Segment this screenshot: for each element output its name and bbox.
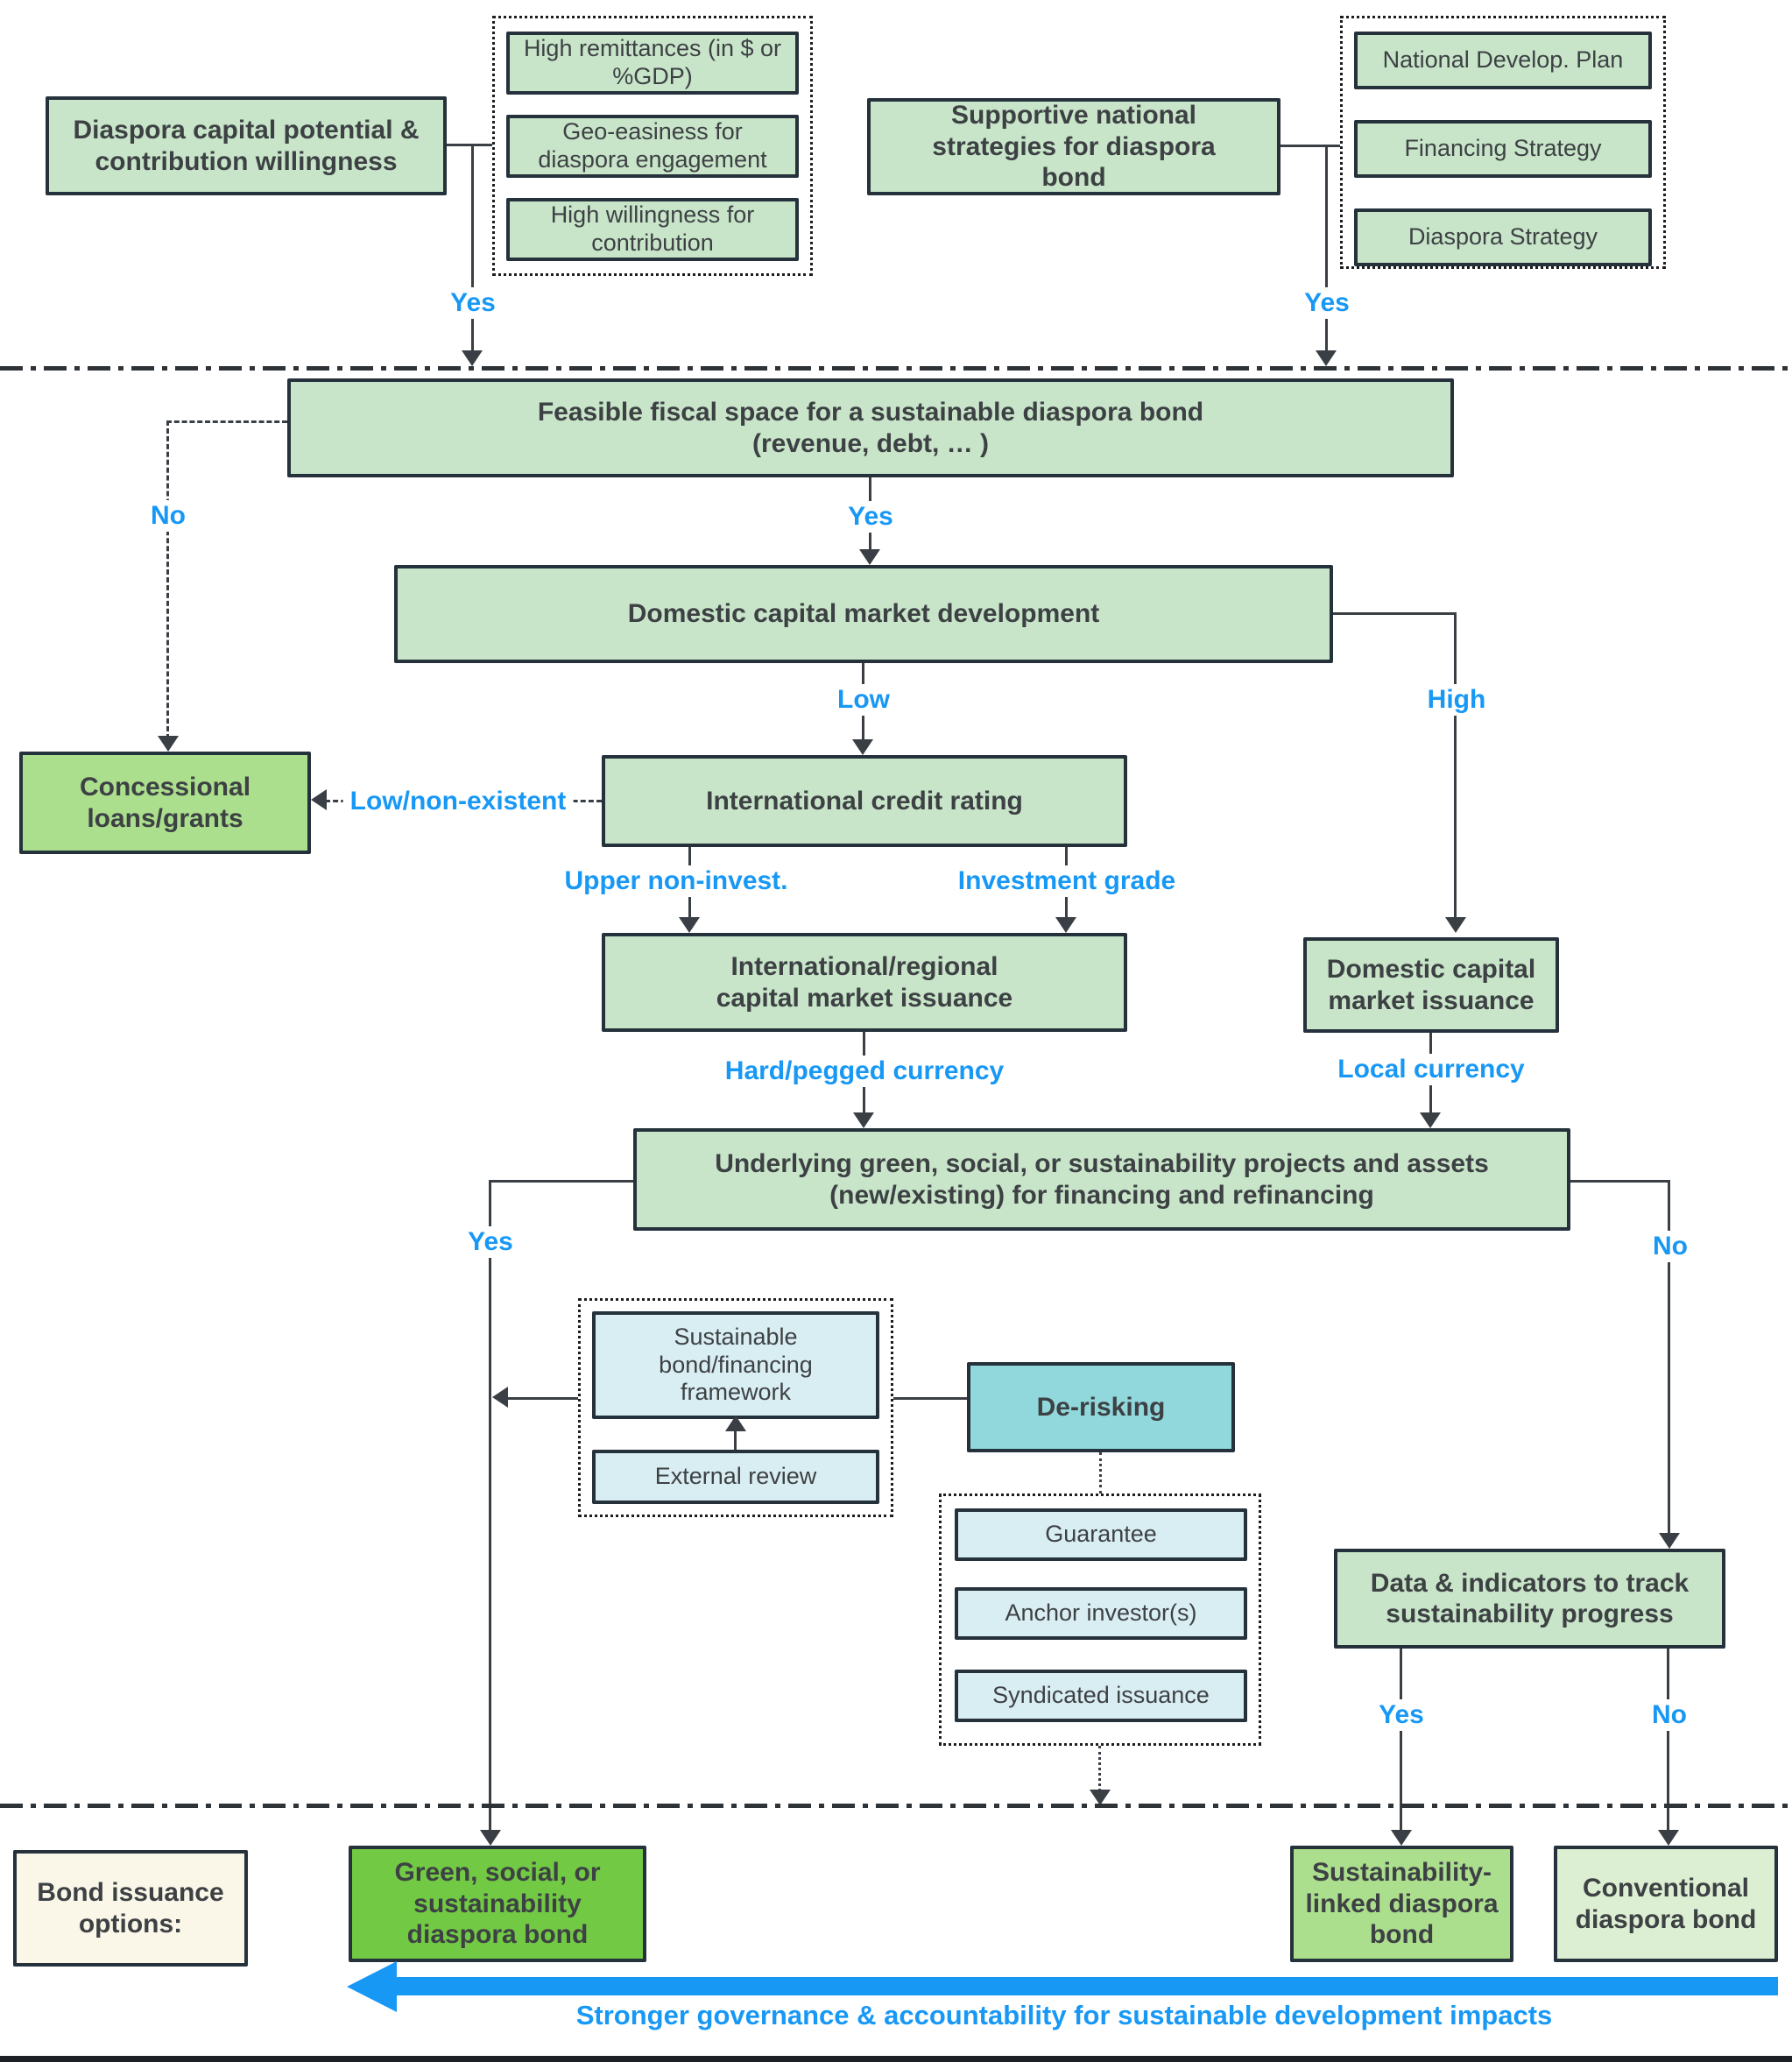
arrow-down-icon: [158, 736, 179, 752]
anchor-investors-box: Anchor investor(s): [955, 1587, 1247, 1640]
tracking-yes-line: [1400, 1649, 1402, 1832]
branch-label-investment-grade: Investment grade: [950, 865, 1183, 897]
fiscal-no-dashed-horizontal: [166, 420, 287, 423]
national-strategies-group: [1340, 16, 1666, 269]
arrow-left-icon: [347, 1961, 397, 2012]
figure-bottom-rule: [0, 2056, 1792, 2062]
credit-rating-box: International credit rating: [602, 755, 1127, 847]
arrow-down-icon: [1316, 350, 1337, 366]
underlying-subtitle: (new/existing) for financing and refinan…: [829, 1180, 1374, 1210]
fiscal-space-subtitle: (revenue, debt, … ): [751, 428, 990, 458]
branch-label-local-currency: Local currency: [1330, 1054, 1532, 1085]
strategy-diaspora-box: Diaspora Strategy: [1354, 208, 1652, 266]
tracking-no-line: [1667, 1649, 1669, 1832]
dash-dot-divider-top: [0, 366, 1792, 371]
conventional-bond-box: Conventional diaspora bond: [1554, 1846, 1778, 1962]
options-dotted-line: [1098, 1746, 1101, 1791]
arrow-down-icon: [480, 1830, 501, 1846]
branch-label-high: High: [1420, 684, 1493, 716]
branch-label-hard-pegged: Hard/pegged currency: [717, 1056, 1012, 1087]
fiscal-no-dashed-vertical: [166, 420, 169, 739]
external-review-arrow-line: [734, 1430, 737, 1450]
governance-arrow-bar: [396, 1977, 1778, 1995]
arrow-down-icon: [679, 917, 700, 933]
intl-issuance-line1: International/regional: [730, 952, 998, 982]
branch-label-no-fiscal: No: [144, 500, 193, 532]
external-review-box: External review: [592, 1450, 879, 1504]
branch-label-yes-right: Yes: [1297, 287, 1357, 319]
branch-label-low: Low: [830, 684, 897, 716]
domestic-issuance-box: Domestic capital market issuance: [1303, 937, 1559, 1033]
underlying-no-vertical: [1668, 1180, 1670, 1538]
strategy-financing-box: Financing Strategy: [1354, 120, 1652, 178]
intl-issuance-box: International/regional capital market is…: [602, 933, 1127, 1032]
underlying-projects-box: Underlying green, social, or sustainabil…: [633, 1128, 1570, 1231]
arrow-left-icon: [492, 1387, 508, 1408]
branch-label-yes-underlying: Yes: [461, 1226, 520, 1258]
underlying-title: Underlying green, social, or sustainabil…: [715, 1149, 1489, 1179]
arrow-down-icon: [852, 739, 873, 755]
dash-dot-divider-bottom: [0, 1804, 1792, 1808]
factor-high-remittances-box: High remittances (in $ or %GDP): [506, 32, 799, 95]
branch-label-no-underlying: No: [1646, 1231, 1695, 1262]
sustainable-framework-box: Sustainable bond/financing framework: [592, 1311, 879, 1419]
arrow-down-icon: [1659, 1533, 1680, 1549]
sustainability-linked-bond-box: Sustainability-linked diaspora bond: [1290, 1846, 1513, 1962]
arrow-up-icon: [725, 1416, 746, 1431]
branch-label-yes-left: Yes: [443, 287, 503, 319]
fiscal-space-title: Feasible fiscal space for a sustainable …: [537, 398, 1204, 427]
branch-label-upper-noninvest: Upper non-invest.: [557, 865, 795, 897]
arrow-down-icon: [1055, 917, 1076, 933]
branch-label-yes-fiscal: Yes: [841, 501, 900, 533]
framework-left-arrow-line: [506, 1397, 578, 1400]
factor-geo-easiness-box: Geo-easiness for diaspora engagement: [506, 115, 799, 178]
market-dev-high-horizontal: [1333, 612, 1456, 615]
framework-group: [578, 1298, 893, 1517]
arrow-down-icon: [462, 350, 483, 366]
underlying-yes-horizontal: [490, 1180, 633, 1183]
underlying-yes-vertical: [489, 1180, 491, 1832]
arrow-down-icon: [1658, 1830, 1679, 1846]
fiscal-space-box: Feasible fiscal space for a sustainable …: [287, 378, 1454, 477]
derisking-box: De-risking: [967, 1362, 1235, 1452]
connector-diaspora-to-factors: [447, 144, 492, 146]
market-dev-high-vertical: [1454, 612, 1457, 918]
arrow-down-icon: [1391, 1830, 1412, 1846]
syndicated-issuance-box: Syndicated issuance: [955, 1670, 1247, 1722]
bond-options-label-box: Bond issuance options:: [13, 1850, 248, 1967]
factor-willingness-box: High willingness for contribution: [506, 198, 799, 261]
diaspora-factors-group: [492, 16, 813, 276]
branch-label-yes-tracking: Yes: [1372, 1699, 1431, 1731]
connector-strategies-yes-line: [1325, 145, 1328, 363]
connector-diaspora-yes-line: [471, 144, 474, 363]
green-social-bond-box: Green, social, or sustainability diaspor…: [349, 1846, 646, 1962]
arrow-down-icon: [853, 1112, 874, 1128]
connector-strategies-to-group: [1281, 145, 1340, 147]
tracking-indicators-box: Data & indicators to track sustainabilit…: [1334, 1549, 1725, 1649]
derisking-to-framework-line: [893, 1397, 967, 1400]
branch-label-no-tracking: No: [1645, 1699, 1694, 1731]
arrow-down-icon: [1090, 1790, 1111, 1805]
derisking-dotted-line: [1099, 1452, 1102, 1494]
strategy-national-plan-box: National Develop. Plan: [1354, 32, 1652, 89]
governance-arrow-caption: Stronger governance & accountability for…: [575, 2000, 1553, 2030]
diaspora-capital-box: Diaspora capital potential & contributio…: [46, 96, 447, 195]
derisking-options-group: [939, 1494, 1261, 1746]
arrow-down-icon: [1445, 917, 1466, 933]
intl-issuance-line2: capital market issuance: [716, 983, 1013, 1013]
market-development-box: Domestic capital market development: [394, 565, 1333, 663]
arrow-down-icon: [1420, 1112, 1441, 1128]
concessional-loans-box: Concessional loans/grants: [19, 752, 311, 854]
supportive-strategies-box: Supportive national strategies for diasp…: [867, 98, 1281, 195]
guarantee-box: Guarantee: [955, 1508, 1247, 1561]
underlying-no-horizontal: [1570, 1180, 1670, 1183]
arrow-down-icon: [859, 549, 880, 565]
arrow-left-icon: [311, 789, 327, 810]
branch-label-low-nonexistent: Low/non-existent: [342, 786, 574, 817]
